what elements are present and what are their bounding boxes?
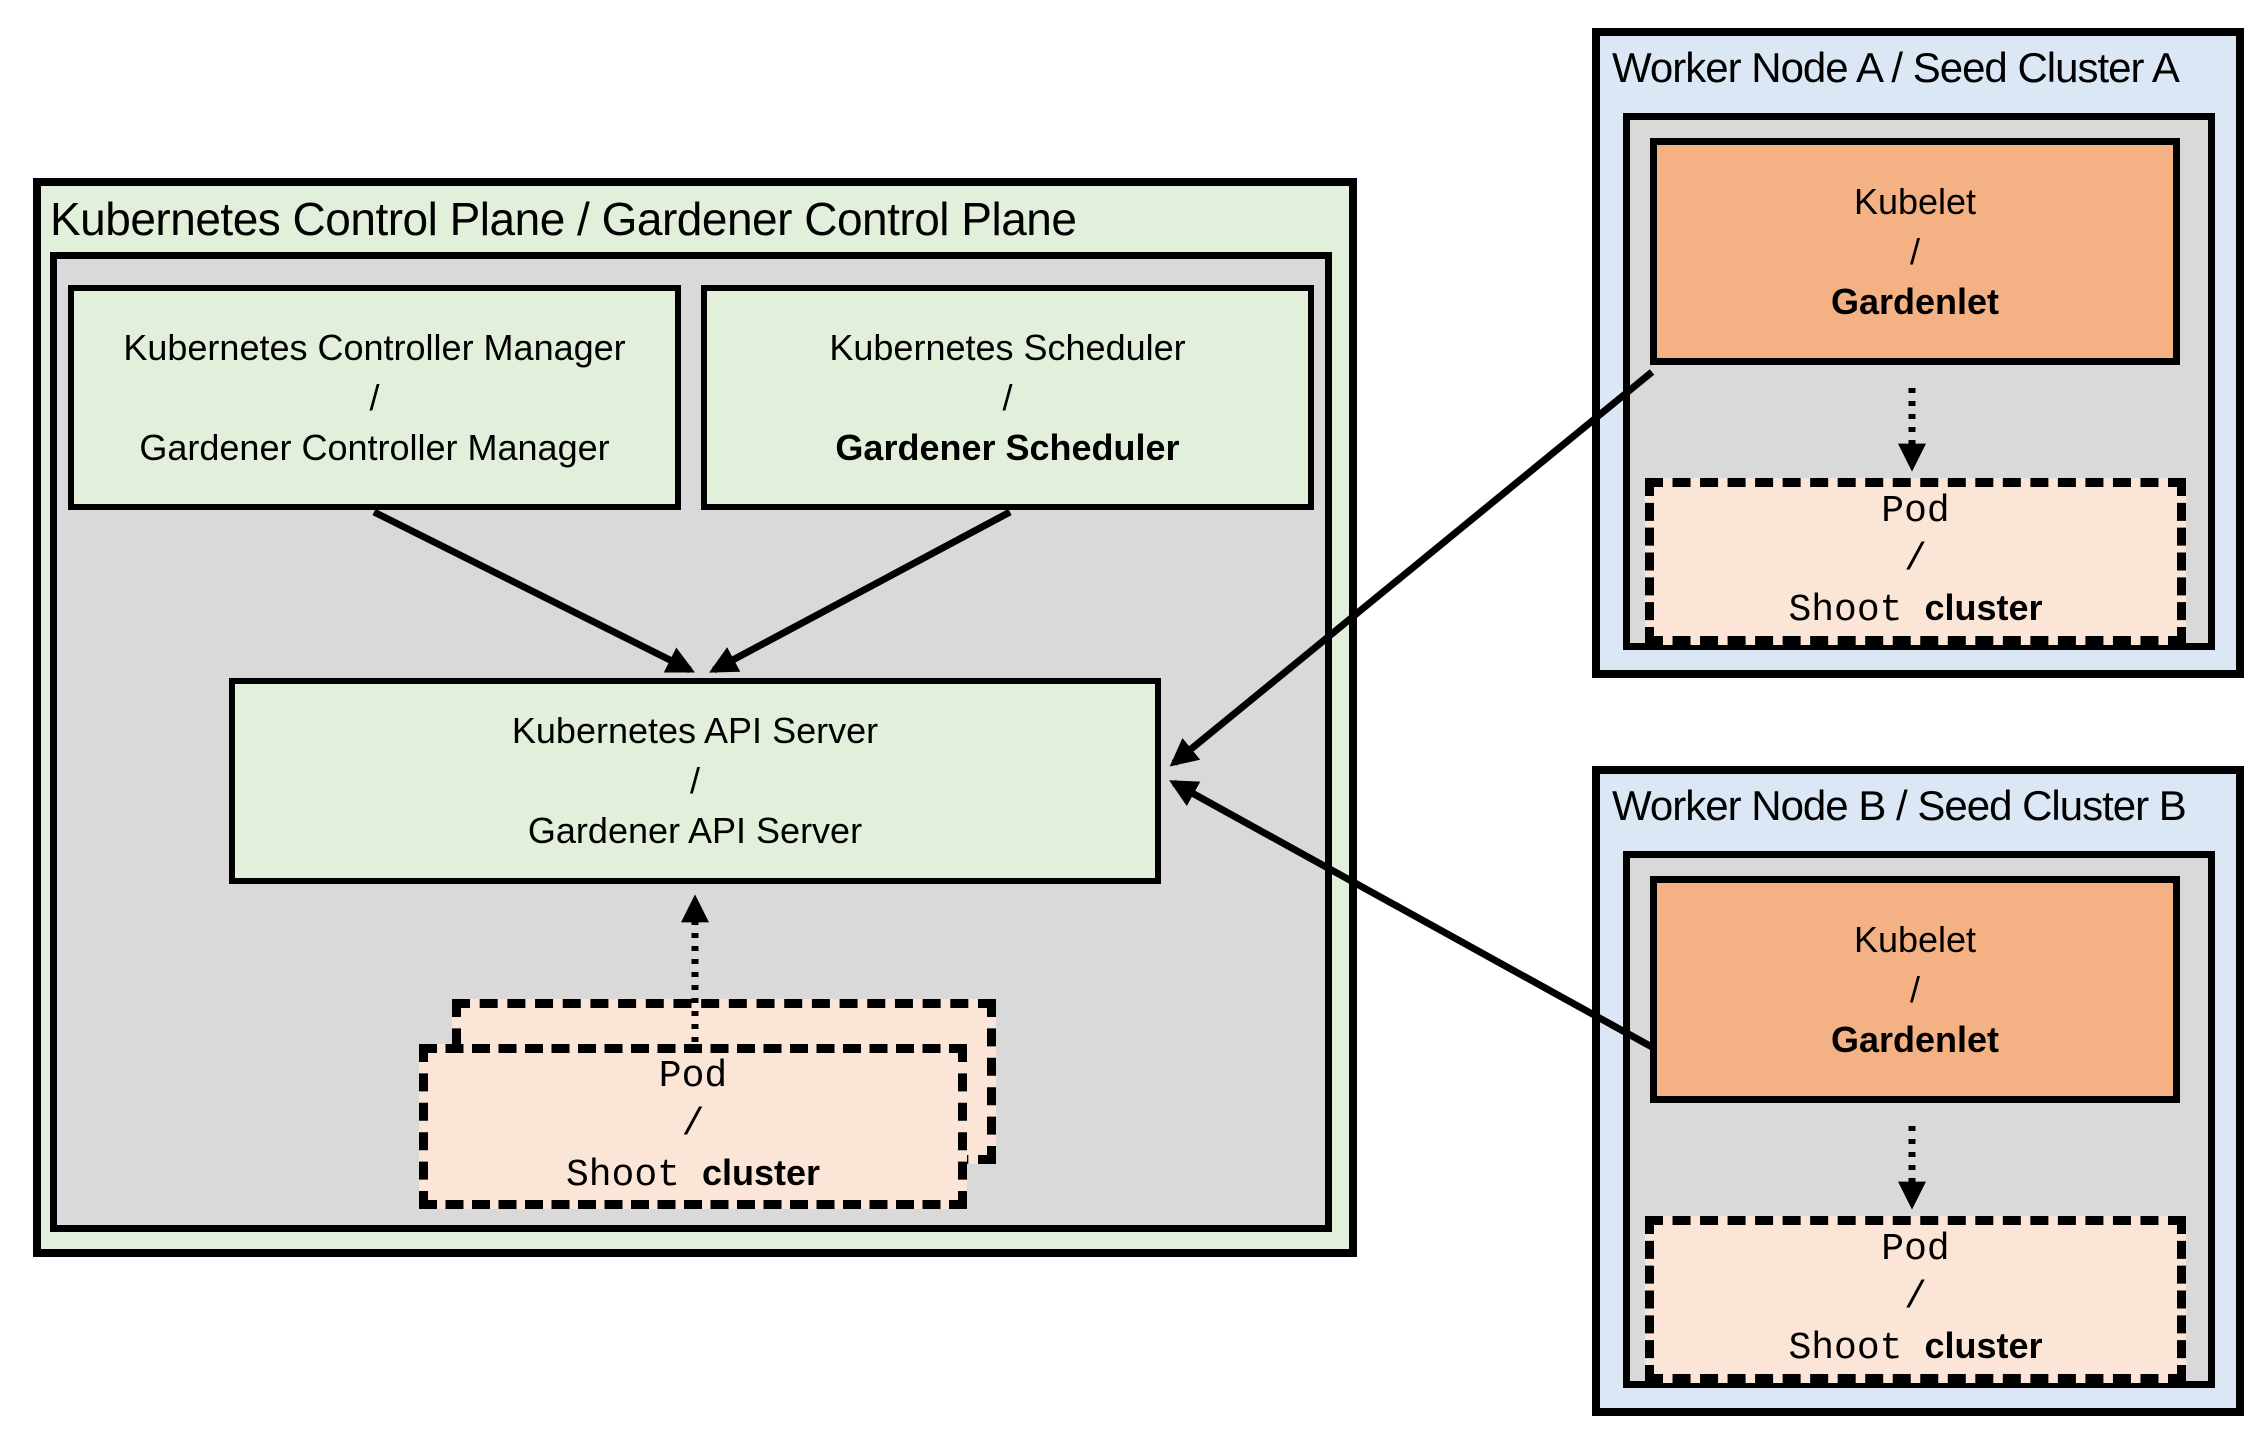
pod-a-line1: Pod [1881, 490, 1950, 533]
scheduler-line1: Kubernetes Scheduler [829, 326, 1186, 368]
pod-a-separator: / [1904, 538, 1927, 581]
pod-separator: / [681, 1103, 705, 1146]
api-server-line2: Gardener API Server [527, 810, 863, 851]
api-server-box: Kubernetes API Server / Gardener API Ser… [229, 678, 1161, 884]
kubelet-a-line2: Gardenlet [1830, 280, 2000, 322]
worker-node-a-title: Worker Node A / Seed Cluster A [1612, 44, 2180, 91]
pod-b-line3: Shoot cluster [1788, 1322, 2042, 1373]
pod-b-separator: / [1904, 1276, 1927, 1319]
controller-manager-separator: / [369, 376, 380, 418]
control-plane-title: Kubernetes Control Plane / Gardener Cont… [50, 193, 1077, 245]
api-server-separator: / [689, 760, 700, 801]
pod-b-shoot-cluster-box: Pod / Shoot cluster [1645, 1216, 2186, 1383]
pod-a-line3-cluster: cluster [1924, 587, 2043, 628]
pod-b-line3-shoot: Shoot [1788, 1327, 1903, 1370]
pod-a-line3: Shoot cluster [1788, 584, 2042, 635]
pod-a-shoot-cluster-box: Pod / Shoot cluster [1645, 478, 2186, 645]
worker-node-b-title: Worker Node B / Seed Cluster B [1612, 782, 2187, 829]
pod-b-line3-cluster: cluster [1924, 1325, 2043, 1366]
kubelet-b-line1: Kubelet [1853, 918, 1977, 960]
pod-shoot-cluster-box-front: Pod / Shoot cluster [419, 1044, 967, 1209]
controller-manager-line1: Kubernetes Controller Manager [123, 326, 626, 368]
pod-line1: Pod [658, 1055, 728, 1098]
scheduler-separator: / [1002, 376, 1013, 418]
kubelet-b-box: Kubelet / Gardenlet [1650, 876, 2180, 1103]
pod-line3: Shoot cluster [566, 1149, 820, 1200]
controller-manager-line2: Gardener Controller Manager [139, 426, 610, 468]
pod-a-line3-shoot: Shoot [1788, 589, 1903, 632]
kubelet-a-box: Kubelet / Gardenlet [1650, 138, 2180, 365]
pod-line3-cluster: cluster [701, 1152, 821, 1193]
pod-b-line1: Pod [1881, 1228, 1950, 1271]
pod-line3-shoot: Shoot [565, 1154, 680, 1197]
kubelet-b-line2: Gardenlet [1830, 1018, 2000, 1060]
api-server-line1: Kubernetes API Server [511, 710, 879, 751]
scheduler-box: Kubernetes Scheduler / Gardener Schedule… [701, 285, 1314, 510]
controller-manager-box: Kubernetes Controller Manager / Gardener… [68, 285, 681, 510]
scheduler-line2: Gardener Scheduler [835, 426, 1180, 468]
kubelet-a-separator: / [1909, 230, 1920, 272]
kubelet-b-separator: / [1909, 968, 1920, 1010]
kubelet-a-line1: Kubelet [1853, 180, 1977, 222]
